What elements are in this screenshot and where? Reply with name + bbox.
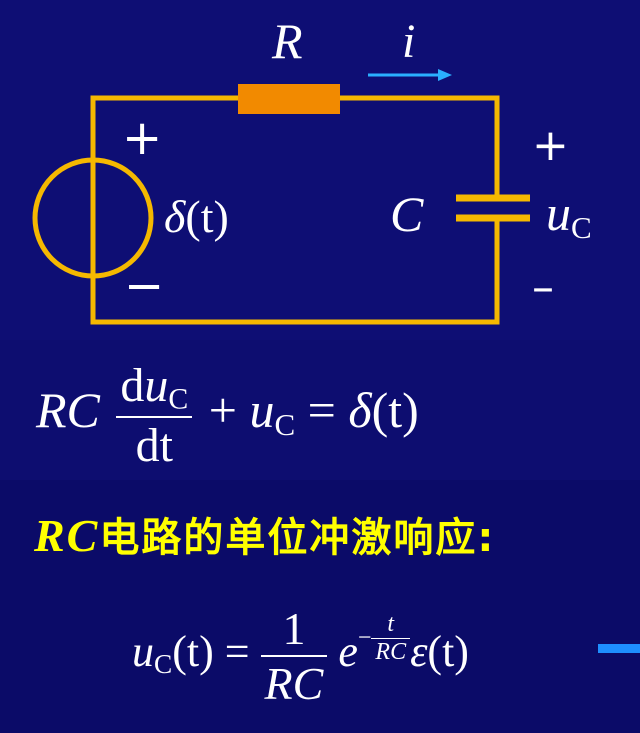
- voltage-sub: C: [571, 209, 592, 245]
- circuit-wires: [90, 95, 500, 325]
- source-label: δ(t): [164, 190, 229, 243]
- source-minus-sign: −: [124, 258, 165, 314]
- current-label: i: [402, 15, 416, 68]
- eq-derivative: duC dt: [116, 358, 193, 473]
- eq-coeff: RC: [36, 382, 100, 439]
- accent-bar: [598, 644, 640, 653]
- eq-rhs-arg: (t): [371, 382, 419, 439]
- eq-plus: +: [208, 382, 237, 439]
- impulse-source: [32, 157, 154, 279]
- eq-rhs-symbol: δ: [348, 382, 372, 439]
- sol-frac-den: RC: [260, 655, 328, 710]
- eq-den: dt: [116, 416, 193, 473]
- title-text: 电路的单位冲激响应:: [99, 515, 496, 561]
- source-arg: (t): [185, 191, 229, 242]
- eq-equals: =: [307, 382, 336, 439]
- voltage-u: u: [546, 185, 571, 241]
- circuit-panel: [0, 0, 640, 340]
- sol-step-arg: (t): [427, 627, 469, 677]
- sol-equals: =: [224, 627, 250, 677]
- rc-circuit-diagram: [32, 69, 530, 325]
- sol-frac-num: 1: [282, 603, 306, 654]
- sol-exp-num: t: [387, 611, 395, 638]
- capacitor-label: C: [390, 186, 424, 242]
- wire-left: [90, 95, 240, 175]
- equation-panel: [0, 340, 640, 480]
- source-delta-symbol: δ: [164, 191, 186, 242]
- sol-u: u: [132, 627, 154, 677]
- current-arrow: [368, 69, 452, 81]
- voltage-plus-sign: +: [532, 120, 569, 171]
- eq-term-sub: C: [274, 406, 296, 442]
- sol-exp-den: RC: [371, 638, 411, 666]
- wire-top-right: [338, 95, 500, 198]
- source-plus-sign: +: [122, 110, 163, 166]
- solution-panel: [0, 480, 640, 733]
- voltage-minus-sign: –: [532, 262, 554, 313]
- sol-base-e: e: [338, 627, 358, 677]
- sol-step-symbol: ε: [410, 627, 428, 677]
- sol-exp-sign: −: [357, 625, 372, 652]
- voltage-label: uC: [546, 184, 592, 246]
- wire-right-bottom: [90, 218, 500, 325]
- title-rc: RC: [34, 510, 100, 561]
- resistor-label: R: [272, 13, 303, 69]
- eq-num-sub: C: [168, 382, 189, 416]
- sol-fraction: 1 RC: [260, 602, 328, 710]
- differential-equation: RC duC dt + uC = δ(t): [36, 358, 419, 473]
- section-title: RC电路的单位冲激响应:: [34, 505, 495, 563]
- sol-arg: (t): [172, 627, 214, 677]
- eq-term-u: u: [249, 382, 275, 439]
- eq-num-u: u: [144, 359, 169, 412]
- sol-sub: C: [154, 648, 173, 679]
- resistor: [238, 84, 340, 114]
- eq-num-d: d: [120, 359, 145, 412]
